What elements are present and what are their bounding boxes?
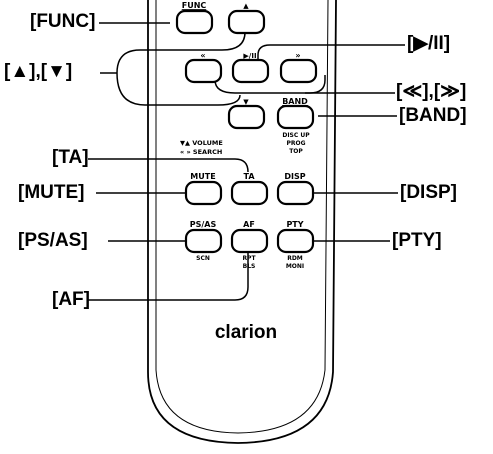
remote-buttons [175, 9, 318, 254]
mute-button[interactable] [184, 180, 223, 206]
disp-button-label: DISP [284, 172, 305, 181]
down-button-label: ▼ [243, 98, 249, 106]
rewind-button[interactable] [184, 58, 223, 84]
callout-ta: [TA] [52, 147, 89, 168]
fast-forward-button[interactable] [279, 58, 318, 84]
callout-func: [FUNC] [30, 11, 96, 32]
down-button[interactable] [227, 104, 266, 130]
disp-button[interactable] [276, 180, 315, 206]
callout-mute: [MUTE] [18, 182, 85, 203]
scn-label: SCN [196, 255, 210, 262]
func-button-label: FUNC [182, 1, 207, 10]
button-sub-labels: ▼▲ VOLUME « » SEARCH DISC UP PROG TOP SC… [180, 132, 310, 270]
up-button-label: ▲ [243, 2, 249, 10]
moni-label: MONI [286, 263, 304, 270]
up-button[interactable] [227, 9, 266, 35]
play-pause-button-label: ▶/II [243, 52, 256, 60]
rewind-button-label: « [200, 51, 205, 60]
clarion-logo: clarion [215, 322, 277, 343]
callout-seek: [≪],[≫] [396, 81, 467, 102]
connector-lines [88, 22, 405, 301]
mute-button-label: MUTE [190, 172, 215, 181]
button-top-labels: FUNC ▲ « ▶/II » ▼ BAND MUTE TA DISP PS/A… [182, 1, 308, 229]
callout-af: [AF] [52, 289, 90, 310]
pty-button[interactable] [276, 228, 315, 254]
ta-button-label: TA [243, 172, 255, 181]
ta-button[interactable] [230, 180, 269, 206]
band-button[interactable] [276, 104, 315, 130]
af-button-label: AF [243, 220, 255, 229]
func-button[interactable] [175, 9, 214, 35]
pty-button-label: PTY [286, 220, 303, 229]
disc-up-label: DISC UP [282, 132, 310, 139]
ps-as-button-label: PS/AS [190, 220, 217, 229]
callout-play-pause: [▶/II] [407, 33, 451, 54]
callout-disp: [DISP] [400, 182, 457, 203]
bls-label: BLS [243, 263, 256, 270]
fast-forward-button-label: » [295, 51, 300, 60]
callout-band: [BAND] [399, 105, 467, 126]
af-button[interactable] [230, 228, 269, 254]
volume-label: ▼▲ VOLUME [180, 139, 223, 147]
rdm-label: RDM [287, 255, 303, 262]
callout-up-down: [▲],[▼] [4, 61, 73, 82]
callout-pty: [PTY] [392, 230, 442, 251]
band-button-label: BAND [282, 97, 308, 106]
ps-as-button[interactable] [184, 228, 223, 254]
prog-label: PROG [286, 140, 305, 147]
play-pause-button[interactable] [231, 58, 270, 84]
rpt-label: RPT [242, 255, 256, 262]
remote-body-inner-outline [155, 0, 329, 434]
remote-body-outline [147, 0, 337, 444]
top-label: TOP [289, 148, 303, 155]
search-label: « » SEARCH [180, 148, 222, 156]
callout-ps-as: [PS/AS] [18, 230, 88, 251]
